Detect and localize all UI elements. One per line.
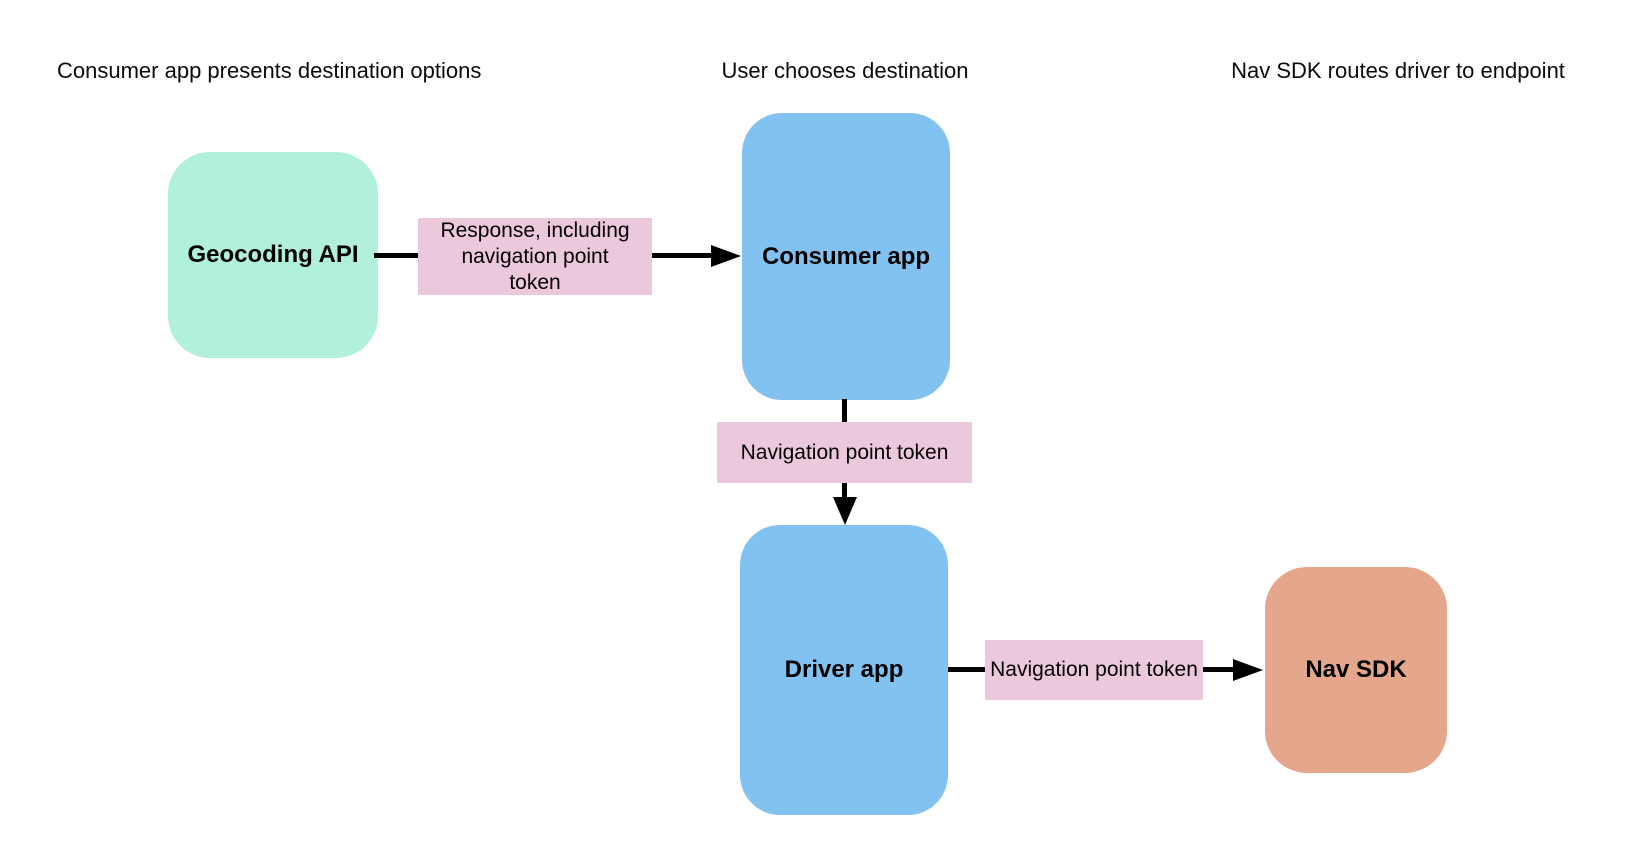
arrowhead-right-icon (711, 245, 741, 267)
edge-label-response-including-token: Response, including navigation point tok… (418, 218, 652, 295)
node-label: Consumer app (761, 242, 931, 270)
node-geocoding-api: Geocoding API (168, 152, 378, 358)
edge-line (374, 253, 418, 258)
arrowhead-down-icon (833, 497, 857, 525)
node-label: Nav SDK (1305, 656, 1407, 683)
edge-label-line: token (509, 270, 561, 294)
stage-heading-nav-sdk-routes-driver: Nav SDK routes driver to endpoint (1231, 58, 1565, 83)
edge-label-line: Response, including (440, 218, 630, 242)
node-nav-sdk: Nav SDK (1265, 567, 1447, 773)
edge-label-navigation-point-token-1: Navigation point token (717, 422, 972, 483)
edge-label-line: Navigation point token (990, 658, 1198, 681)
edge-label-navigation-point-token-2: Navigation point token (985, 640, 1203, 700)
edge-line (652, 253, 712, 258)
edge-line (842, 483, 847, 499)
edge-line (842, 399, 847, 422)
node-label: Driver app (784, 656, 904, 683)
edge-line (948, 667, 985, 672)
stage-heading-consumer-app-presents: Consumer app presents destination option… (57, 58, 482, 83)
node-label: Geocoding API (187, 241, 359, 268)
edge-line (1203, 667, 1234, 672)
node-consumer-app: Consumer app (742, 113, 950, 400)
node-driver-app: Driver app (740, 525, 948, 815)
stage-heading-user-chooses-destination: User chooses destination (721, 58, 969, 83)
arrowhead-right-icon (1233, 659, 1263, 681)
edge-label-line: Navigation point token (740, 440, 949, 464)
edge-label-line: navigation point (461, 244, 609, 268)
